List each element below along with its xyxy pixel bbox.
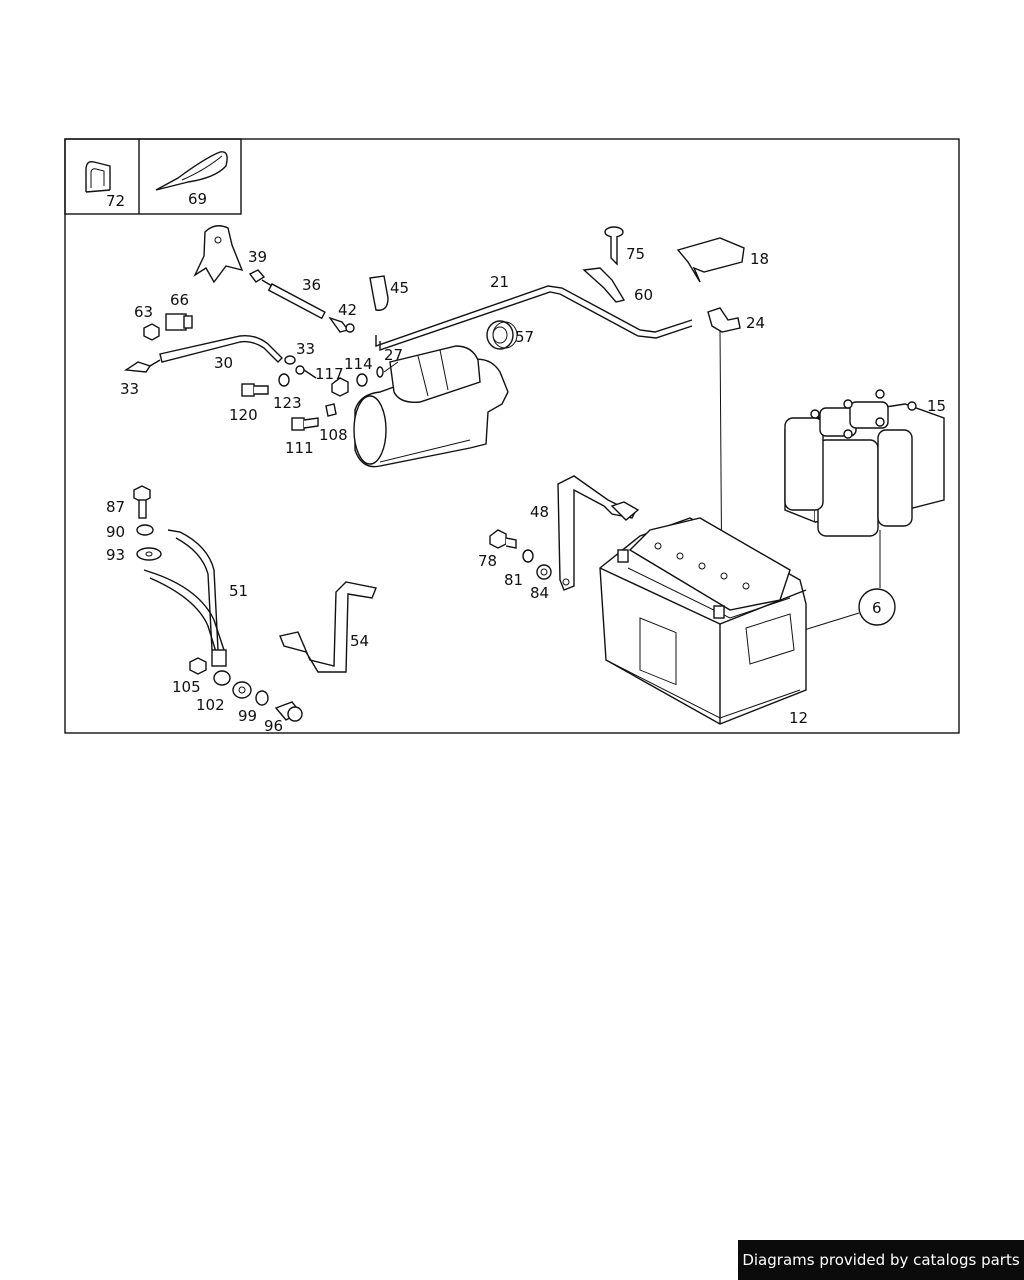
label-93: 93 xyxy=(106,546,125,564)
label-24: 24 xyxy=(746,314,765,332)
label-99: 99 xyxy=(238,707,257,725)
nut-105-icon xyxy=(189,657,207,675)
callout-6-circle xyxy=(858,588,896,626)
label-39: 39 xyxy=(248,248,267,266)
clip-60-icon xyxy=(582,267,626,303)
label-18: 18 xyxy=(750,250,769,268)
bolt-96-icon xyxy=(274,701,303,722)
credit-banner: Diagrams provided by catalogs parts xyxy=(738,1240,1024,1280)
block-66-icon xyxy=(165,313,193,331)
bolt-78-icon xyxy=(489,529,517,549)
nut-114-icon xyxy=(331,377,349,397)
label-111: 111 xyxy=(285,439,314,457)
label-60: 60 xyxy=(634,286,653,304)
grommet-icon xyxy=(193,225,244,284)
label-120: 120 xyxy=(229,406,258,424)
label-57: 57 xyxy=(515,328,534,346)
bolt-87-icon xyxy=(133,485,151,519)
label-114: 114 xyxy=(344,355,373,373)
label-54: 54 xyxy=(350,632,369,650)
ground-strap-51-icon xyxy=(143,529,231,686)
label-69: 69 xyxy=(188,190,207,208)
hold-down-48-icon xyxy=(557,475,640,591)
washer-99-icon xyxy=(255,690,269,706)
label-66: 66 xyxy=(170,291,189,309)
bolt-120-icon xyxy=(241,383,269,397)
label-15: 15 xyxy=(927,397,946,415)
label-63: 63 xyxy=(134,303,153,321)
label-102: 102 xyxy=(196,696,225,714)
label-72: 72 xyxy=(106,192,125,210)
starter-motor-icon xyxy=(353,345,509,468)
label-75: 75 xyxy=(626,245,645,263)
cell-pack-15-icon xyxy=(784,389,945,588)
washer-81-icon xyxy=(522,549,534,563)
nut-84-icon xyxy=(536,564,552,580)
nut-63-icon xyxy=(143,323,160,341)
label-21: 21 xyxy=(490,273,509,291)
label-42: 42 xyxy=(338,301,357,319)
label-117: 117 xyxy=(315,365,344,383)
label-36: 36 xyxy=(302,276,321,294)
screw-75-icon xyxy=(604,226,624,266)
label-48: 48 xyxy=(530,503,549,521)
label-96: 96 xyxy=(264,717,283,735)
diagram-frame xyxy=(64,138,960,734)
battery-12-icon xyxy=(599,517,807,725)
washer-117-icon xyxy=(356,373,368,387)
boot-45-icon xyxy=(369,275,389,311)
grommet-57-icon xyxy=(486,320,518,350)
label-123: 123 xyxy=(273,394,302,412)
label-6: 6 xyxy=(872,599,882,617)
leader-lines xyxy=(383,271,701,373)
cable-30-icon xyxy=(123,334,317,379)
washer-93-icon xyxy=(136,547,162,561)
label-87: 87 xyxy=(106,498,125,516)
label-84: 84 xyxy=(530,584,549,602)
washer-27-icon xyxy=(376,366,384,378)
label-33-b: 33 xyxy=(296,340,315,358)
cable-21-icon xyxy=(375,285,693,351)
bolt-111-icon xyxy=(291,417,319,431)
washer-90-icon xyxy=(136,524,154,536)
label-45: 45 xyxy=(390,279,409,297)
edge-protector-72-icon xyxy=(85,160,111,193)
washer-102-icon xyxy=(232,681,252,699)
cable-36-icon xyxy=(248,269,355,333)
label-90: 90 xyxy=(106,523,125,541)
inset-box xyxy=(64,138,242,215)
clip-108-icon xyxy=(325,403,337,417)
label-81: 81 xyxy=(504,571,523,589)
label-108: 108 xyxy=(319,426,348,444)
label-33-a: 33 xyxy=(120,380,139,398)
label-105: 105 xyxy=(172,678,201,696)
washer-123-icon xyxy=(278,373,290,387)
bracket-54-icon xyxy=(279,581,377,673)
label-12: 12 xyxy=(789,709,808,727)
cable-tie-69-icon xyxy=(155,151,228,191)
label-78: 78 xyxy=(478,552,497,570)
label-30: 30 xyxy=(214,354,233,372)
cover-18-icon xyxy=(676,237,745,283)
label-27: 27 xyxy=(384,346,403,364)
label-51: 51 xyxy=(229,582,248,600)
